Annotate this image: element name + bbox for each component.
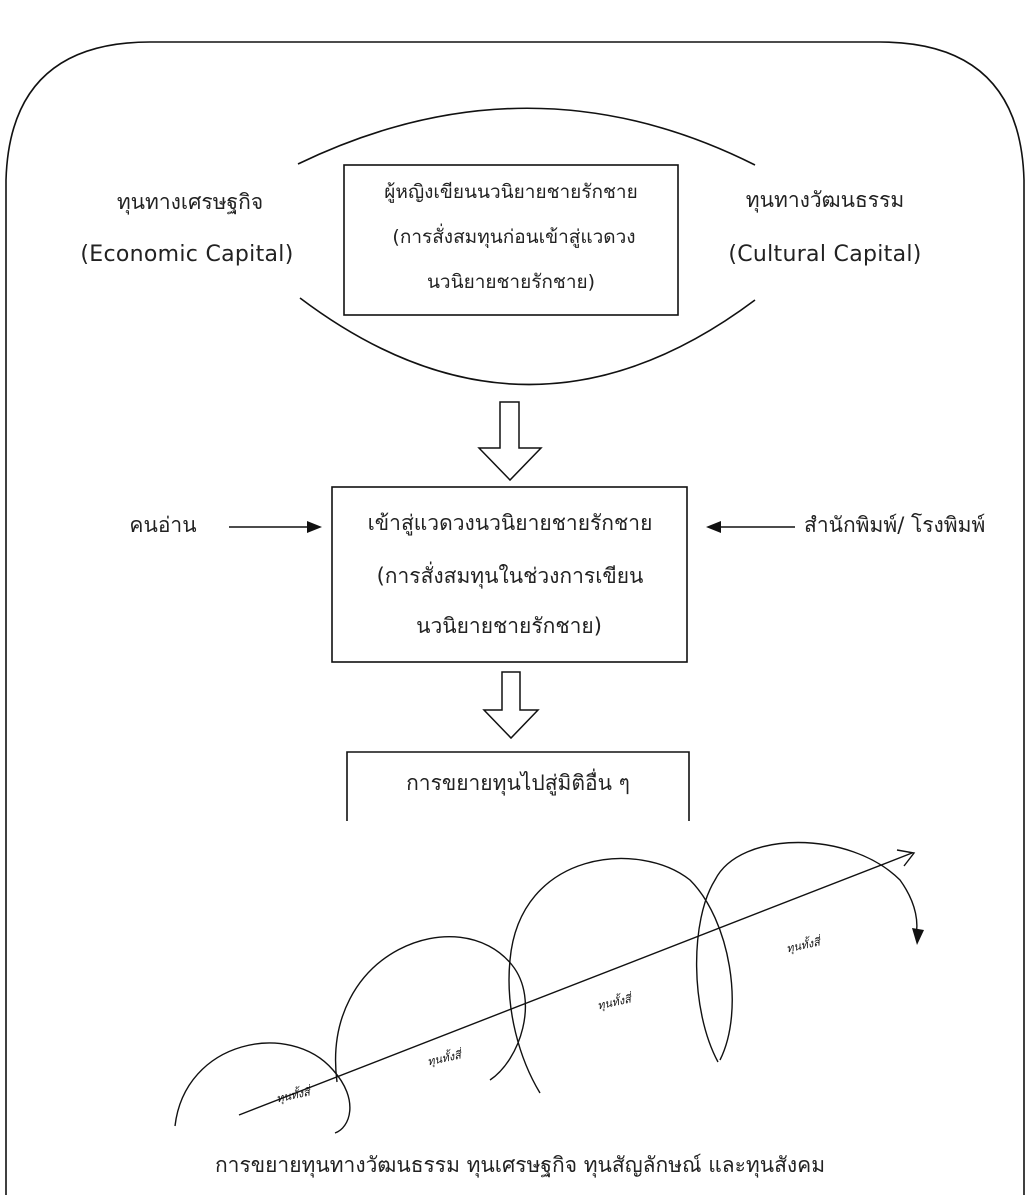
lens-top-arc [297,107,756,166]
right-arrowhead [706,521,721,533]
middle-box-line-2: (การสั่งสมทุนในช่วงการเขียน [376,564,644,588]
growth-arrow-line [238,852,913,1116]
bottom-caption: การขยายทุนทางวัฒนธรรม ทุนเศรษฐกิจ ทุนสัญ… [214,1153,826,1177]
left-arrowhead [307,521,322,533]
publisher-label: สำนักพิมพ์/ โรงพิมพ์ [804,513,986,537]
top-box-line-3: นวนิยายชายรักชาย) [426,271,596,293]
growth-arrowhead [896,849,916,867]
top-box [343,164,679,316]
spiral-loop-3 [508,857,733,1094]
middle-box [331,486,688,663]
bottom-box-label: การขยายทุนไปสู่มิติอื่น ๆ [406,771,630,795]
top-box-line-1: ผู้หญิงเขียนนวนิยายชายรักชาย [384,181,638,203]
spiral-loop-2 [334,935,527,1083]
spiral-loop-4 [695,841,918,1063]
down-arrow-2 [482,671,540,740]
spiral-loop-1 [174,1042,351,1134]
cultural-capital-english: (Cultural Capital) [728,242,922,267]
cultural-capital-thai: ทุนทางวัฒนธรรม [745,188,905,212]
bottom-box [346,751,690,821]
top-box-line-2: (การสั่งสมทุนก่อนเข้าสู่แวดวง [392,226,636,248]
readers-label: คนอ่าน [129,513,197,537]
economic-capital-thai: ทุนทางเศรษฐกิจ [116,190,264,214]
middle-box-line-1: เข้าสู่แวดวงนวนิยายชายรักชาย [367,511,653,535]
spiral-end-arrowhead [912,928,924,945]
lens-bottom-arc [299,297,756,386]
middle-box-line-3: นวนิยายชายรักชาย) [416,614,602,638]
economic-capital-english: (Economic Capital) [80,242,294,267]
outer-frame [5,41,1025,1195]
down-arrow-1 [477,401,543,482]
